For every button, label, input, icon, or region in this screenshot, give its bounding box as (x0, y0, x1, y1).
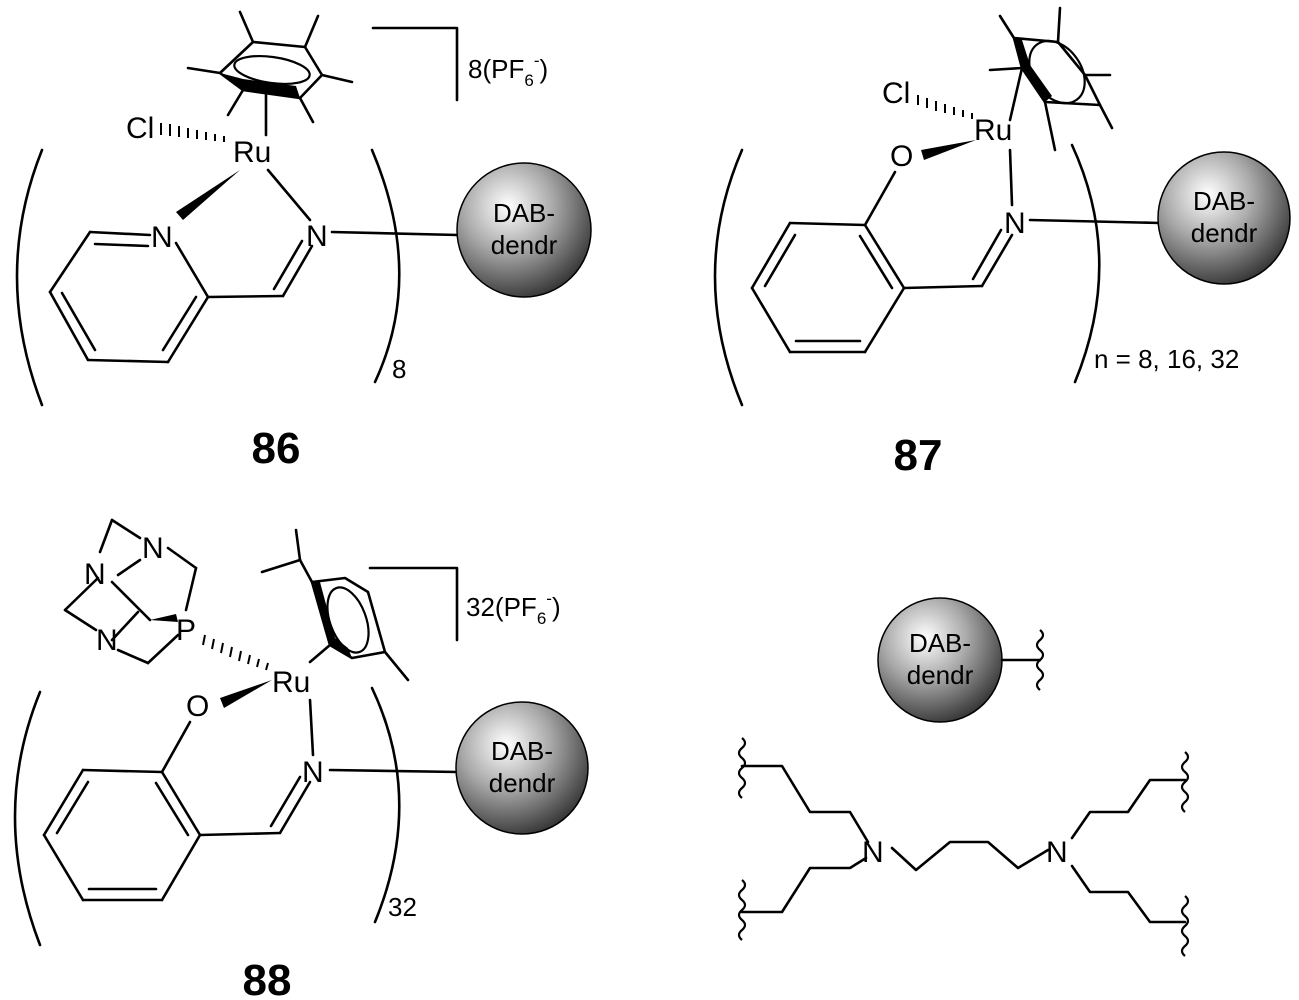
phosphorus-atom: P (176, 614, 196, 647)
imine-nitrogen: N (306, 220, 328, 253)
cl-hashed-bond (160, 123, 225, 142)
dendrimer-label-line2: dendr (491, 230, 558, 260)
compound-number: 88 (243, 956, 292, 1000)
repeat-subscript: 32 (388, 892, 417, 922)
oxygen-atom: O (186, 690, 209, 723)
dab-nitrogen-left: N (862, 836, 884, 869)
cl-hashed-bond (917, 95, 973, 119)
compound-86: Cl Ru N N 8(PF6-) 8 (15, 10, 592, 473)
dendrimer-label-line1: DAB- (909, 628, 971, 658)
dab-legend: DAB- dendr N N (737, 597, 1190, 957)
pta-ligand (63, 518, 198, 665)
imine-nitrogen: N (1004, 207, 1026, 240)
pta-nitrogen-bottom: N (96, 624, 118, 657)
phenolate-ring (42, 720, 202, 902)
compound-88: N N N P Ru 32(PF6-) (13, 518, 589, 1000)
pyridine-nitrogen: N (151, 221, 173, 254)
dendrimer-label-line1: DAB- (493, 198, 555, 228)
pyridine-ring (48, 230, 210, 364)
left-parenthesis (713, 148, 744, 407)
p-cymene-ligand (260, 528, 410, 682)
dab-dendrimer-sphere: DAB- dendr (455, 701, 589, 835)
counterion-label: 8(PF6-) (468, 51, 548, 90)
imine-nitrogen: N (302, 756, 324, 789)
p-hashed-bond (202, 634, 269, 671)
compound-number: 87 (894, 431, 943, 480)
ruthenium-atom: Ru (233, 136, 271, 169)
dab-dendrimer-sphere: DAB- dendr (456, 162, 592, 298)
dendrimer-label-line2: dendr (907, 660, 974, 690)
left-parenthesis (15, 148, 44, 407)
ruthenium-atom: Ru (974, 114, 1012, 147)
right-parenthesis (370, 148, 401, 384)
dab-dendrimer-sphere: DAB- dendr (1157, 151, 1291, 285)
dendrimer-label-line1: DAB- (1193, 186, 1255, 216)
ruthenium-atom: Ru (272, 666, 310, 699)
hexamethylbenzene-ligand (988, 6, 1114, 152)
dendrimer-label-line2: dendr (1191, 218, 1258, 248)
repeat-subscript: 8 (392, 354, 406, 384)
right-parenthesis (1070, 143, 1101, 384)
hexamethylbenzene-ligand (186, 10, 354, 137)
dab-core-structure (737, 737, 1190, 957)
counterion-label: 32(PF6-) (466, 589, 561, 628)
pta-nitrogen-left: N (84, 558, 106, 591)
chlorine-atom: Cl (126, 112, 154, 145)
phenolate-ring (750, 170, 906, 354)
dendrimer-label-line1: DAB- (491, 736, 553, 766)
oxygen-atom: O (890, 140, 913, 173)
wavy-bond (1035, 629, 1045, 691)
right-parenthesis (370, 686, 401, 924)
pta-nitrogen-top: N (142, 532, 164, 565)
dab-nitrogen-right: N (1046, 836, 1068, 869)
compound-87: Cl Ru O N n = 8, 16, 32 DAB- d (713, 6, 1291, 480)
chlorine-atom: Cl (882, 77, 910, 110)
left-parenthesis (13, 690, 42, 947)
compound-number: 86 (252, 424, 301, 473)
dab-dendrimer-sphere: DAB- dendr (877, 597, 1003, 723)
dendrimer-label-line2: dendr (489, 768, 556, 798)
repeat-subscript: n = 8, 16, 32 (1094, 344, 1239, 374)
